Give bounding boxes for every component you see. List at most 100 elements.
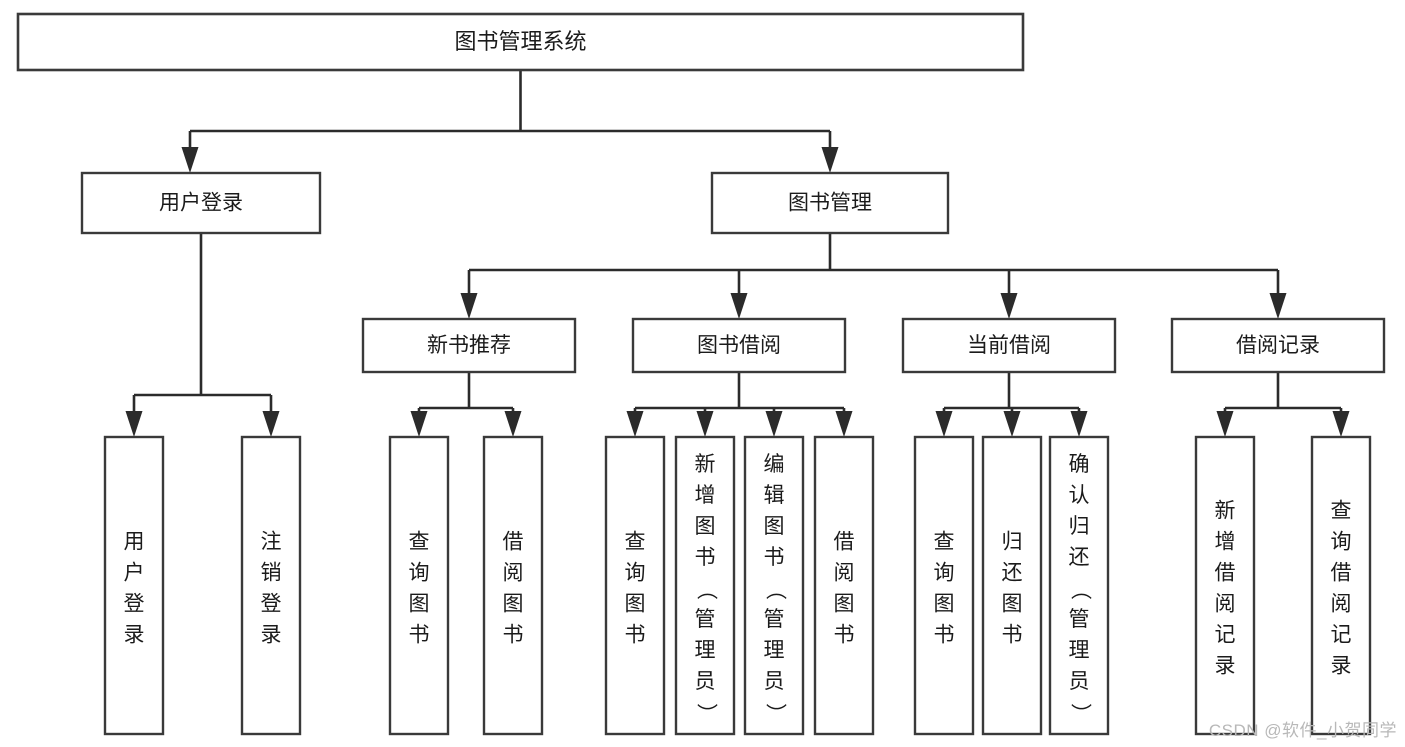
arrow-head-icon [1269, 293, 1287, 319]
node-box-leaf-rec-query-record[interactable] [1310, 435, 1372, 736]
node-box-user-login[interactable] [80, 171, 322, 235]
node-label-char: （ [694, 579, 717, 600]
node-label-char: （ [1068, 579, 1091, 600]
node-leaf-rec-borrow-book[interactable]: 借阅图书借阅图书 [482, 435, 544, 736]
node-box-leaf-rec-borrow-book[interactable] [482, 435, 544, 736]
node-label-char: 询 [934, 562, 955, 585]
node-leaf-user-logout[interactable]: 注销登录注销登录 [240, 435, 302, 736]
node-label-char: 员 [695, 670, 716, 693]
node-label-char: 阅 [503, 562, 524, 585]
node-box-leaf-borrow-edit-book[interactable] [743, 435, 805, 736]
arrow-head-icon [765, 411, 783, 437]
node-label-char: 注 [261, 531, 282, 554]
edge-group-user-login [125, 233, 280, 437]
node-box-leaf-rec-query-book[interactable] [388, 435, 450, 736]
arrow-head-icon [125, 411, 143, 437]
node-label-char: 新 [1215, 500, 1236, 523]
node-label-char: 阅 [1331, 593, 1352, 616]
arrow-head-icon [626, 411, 644, 437]
node-label-char: 书 [625, 624, 646, 647]
csdn-watermark: CSDN @软件_小贺同学 [1208, 721, 1397, 740]
node-label-char: 录 [1215, 655, 1236, 678]
node-leaf-cur-return-book[interactable]: 归还图书归还图书 [981, 435, 1043, 736]
node-label-char: 图 [934, 593, 955, 616]
node-borrow-record[interactable]: 借阅记录 [1170, 317, 1386, 374]
node-leaf-borrow-query-book[interactable]: 查询图书查询图书 [604, 435, 666, 736]
node-box-leaf-rec-add-record[interactable] [1194, 435, 1256, 736]
node-box-root[interactable] [16, 12, 1025, 72]
node-label-char: 归 [1002, 531, 1023, 554]
node-book-manage[interactable]: 图书管理 [710, 171, 950, 235]
node-label-char: 记 [1215, 624, 1236, 647]
node-label-char: 编 [764, 453, 785, 476]
node-root[interactable]: 图书管理系统 [16, 12, 1025, 72]
arrow-head-icon [1000, 293, 1018, 319]
node-current-borrow[interactable]: 当前借阅 [901, 317, 1117, 374]
node-box-leaf-borrow-query-book[interactable] [604, 435, 666, 736]
node-label-char: 记 [1331, 624, 1352, 647]
node-label-char: 录 [1331, 655, 1352, 678]
node-label-char: 理 [695, 639, 716, 662]
node-box-book-manage[interactable] [710, 171, 950, 235]
node-label-char: 图 [409, 593, 430, 616]
node-box-leaf-borrow-borrow-book[interactable] [813, 435, 875, 736]
node-label-char: 图 [834, 593, 855, 616]
edge-group-book-borrow [626, 372, 853, 437]
arrow-head-icon [504, 411, 522, 437]
node-box-leaf-user-logout[interactable] [240, 435, 302, 736]
node-label-char: 登 [124, 593, 145, 616]
node-label-char: 新 [695, 453, 716, 476]
node-leaf-rec-add-record[interactable]: 新增借阅记录新增借阅记录 [1194, 435, 1256, 736]
node-box-leaf-borrow-add-book[interactable] [674, 435, 736, 736]
node-label-char: 员 [1069, 670, 1090, 693]
node-box-book-borrow[interactable] [631, 317, 847, 374]
node-label-char: 图 [503, 593, 524, 616]
arrow-head-icon [1332, 411, 1350, 437]
node-box-leaf-cur-confirm-return[interactable] [1048, 435, 1110, 736]
node-label-borrow-record: 借阅记录 [1236, 334, 1320, 357]
node-new-book-rec[interactable]: 新书推荐 [361, 317, 577, 374]
node-layer: 图书管理系统用户登录图书管理新书推荐图书借阅当前借阅借阅记录用户登录用户登录注销… [16, 12, 1386, 736]
node-label-char: 借 [834, 531, 855, 554]
edge-group-book-manage [460, 233, 1287, 319]
arrow-head-icon [181, 147, 199, 173]
node-leaf-cur-query-book[interactable]: 查询图书查询图书 [913, 435, 975, 736]
node-leaf-borrow-borrow-book[interactable]: 借阅图书借阅图书 [813, 435, 875, 736]
node-label-char: 询 [625, 562, 646, 585]
node-label-char: 查 [409, 531, 430, 554]
node-label-char: 书 [409, 624, 430, 647]
node-leaf-rec-query-record[interactable]: 查询借阅记录查询借阅记录 [1310, 435, 1372, 736]
node-label-book-manage: 图书管理 [788, 192, 872, 215]
node-label-char: 阅 [834, 562, 855, 585]
node-label-char: 查 [1331, 500, 1352, 523]
node-book-borrow[interactable]: 图书借阅 [631, 317, 847, 374]
node-box-leaf-user-login[interactable] [103, 435, 165, 736]
node-box-leaf-cur-return-book[interactable] [981, 435, 1043, 736]
node-user-login[interactable]: 用户登录 [80, 171, 322, 235]
node-label-char: 询 [1331, 531, 1352, 554]
node-label-char: ） [1068, 703, 1091, 724]
node-label-char: ） [763, 703, 786, 724]
node-label-char: 用 [124, 531, 145, 554]
node-box-new-book-rec[interactable] [361, 317, 577, 374]
node-label-root: 图书管理系统 [454, 29, 586, 54]
node-label-char: 还 [1002, 562, 1023, 585]
node-label-char: 借 [1331, 562, 1352, 585]
arrow-head-icon [410, 411, 428, 437]
node-label-char: 书 [695, 546, 716, 569]
node-box-borrow-record[interactable] [1170, 317, 1386, 374]
edge-group-current-borrow [935, 372, 1088, 437]
node-label-char: 书 [834, 624, 855, 647]
node-label-char: 录 [261, 624, 282, 647]
node-leaf-user-login[interactable]: 用户登录用户登录 [103, 435, 165, 736]
node-box-current-borrow[interactable] [901, 317, 1117, 374]
node-box-leaf-cur-query-book[interactable] [913, 435, 975, 736]
node-label-char: 户 [124, 562, 145, 585]
node-leaf-rec-query-book[interactable]: 查询图书查询图书 [388, 435, 450, 736]
node-label-char: 图 [1002, 593, 1023, 616]
node-label-char: 增 [1215, 531, 1236, 554]
